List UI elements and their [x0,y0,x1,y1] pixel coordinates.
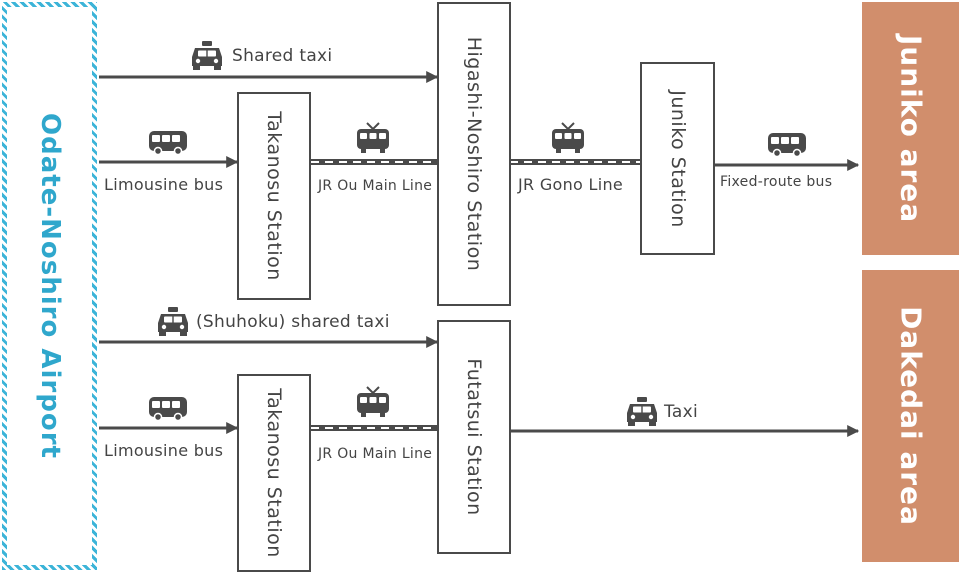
taxi-icon [192,41,222,70]
takanosu-station-lower-box: Takanosu Station [237,374,311,572]
higashi-noshiro-station-label: Higashi-Noshiro Station [463,36,485,272]
jr-ou-upper-track [311,159,438,165]
juniko-area-label: Juniko area [894,34,927,223]
taxi-icon [627,397,657,426]
fixed-route-bus-label: Fixed-route bus [720,174,833,190]
shuhoku-taxi-label: (Shuhoku) shared taxi [196,312,390,332]
higashi-noshiro-station-box: Higashi-Noshiro Station [437,2,511,306]
bus-icon [149,131,187,156]
jr-gono-track [510,159,640,165]
takanosu-station-upper-box: Takanosu Station [237,92,311,300]
jr-ou-lower-track [311,425,438,431]
dakedai-area-label: Dakedai area [894,306,927,526]
jr-ou-lower-label: JR Ou Main Line [318,446,433,462]
shared-taxi-label: Shared taxi [232,46,333,66]
jr-gono-label: JR Gono Line [518,175,624,194]
juniko-station-box: Juniko Station [640,62,715,255]
train-icon [357,122,389,153]
dakedai-area-box: Dakedai area [862,270,959,562]
juniko-area-box: Juniko area [862,2,959,255]
futatsui-station-box: Futatsui Station [437,320,511,554]
jr-ou-upper-label: JR Ou Main Line [318,178,433,194]
juniko-station-label: Juniko Station [666,89,689,228]
futatsui-station-label: Futatsui Station [463,358,485,516]
bus-icon [768,133,806,158]
bus-icon [149,397,187,422]
taxi-icon [158,307,188,336]
train-icon [552,122,584,153]
airport-label: Odate-Noshiro Airport [34,113,65,459]
airport-box: Odate-Noshiro Airport [2,2,97,570]
limousine-bus-lower-label: Limousine bus [104,441,224,460]
train-icon [357,386,389,417]
taxi-label: Taxi [664,402,698,422]
takanosu-station-upper-label: Takanosu Station [263,111,285,281]
limousine-bus-upper-label: Limousine bus [104,175,224,194]
takanosu-station-lower-label: Takanosu Station [263,388,285,558]
